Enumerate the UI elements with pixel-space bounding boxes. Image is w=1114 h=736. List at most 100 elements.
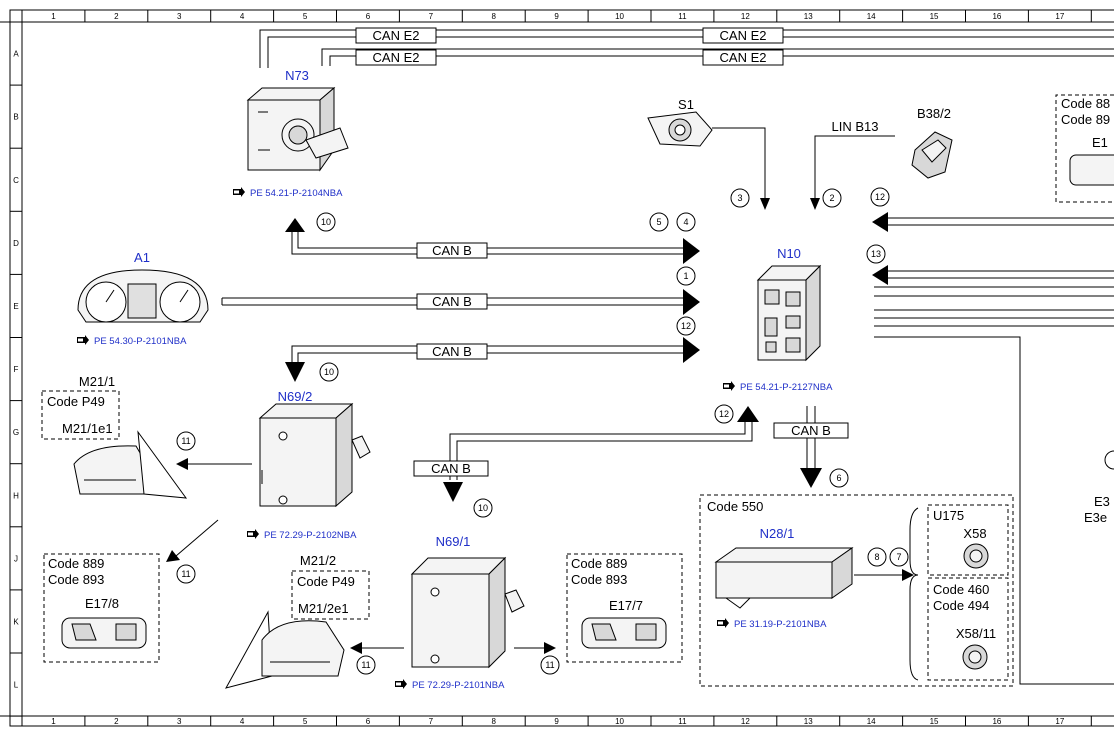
svg-text:11: 11 (361, 660, 370, 670)
ref-a1: PE 54.30-P-2101NBA (94, 336, 187, 347)
grid-column-label: 10 (615, 12, 624, 21)
bus-label-can-b: CAN B (432, 243, 472, 258)
label-e3e-partial: E3e (1084, 510, 1107, 525)
door-module-icon (411, 573, 490, 668)
marker: 10 (319, 362, 339, 382)
grid-column-label: 7 (429, 717, 434, 726)
code-550: Code 550 (707, 499, 763, 514)
bus-label-can-e2: CAN E2 (373, 50, 420, 65)
marker: 4 (676, 212, 696, 232)
bus-label-can-e2: CAN E2 (720, 50, 767, 65)
svg-text:10: 10 (321, 217, 331, 227)
svg-text:7: 7 (896, 552, 901, 562)
code-p49: Code P49 (47, 394, 105, 409)
label-m21-1: M21/1 (79, 374, 115, 389)
code-494: Code 494 (933, 598, 989, 613)
grid-row-label: J (14, 554, 18, 563)
outer-frame (9, 9, 1114, 727)
code-89-partial: Code 89 (1061, 112, 1110, 127)
marker: 11 (540, 655, 560, 675)
code-box-top-right: Code 88 Code 89 E1 (1055, 94, 1114, 203)
grid-column-label: 13 (804, 12, 813, 21)
grid-row-label: C (13, 176, 19, 185)
component-m21-1: M21/1 Code P49 M21/1e1 (41, 374, 188, 499)
code-889: Code 889 (571, 556, 627, 571)
component-b38-2: LIN B13 B38/2 (810, 106, 953, 210)
grid-column-label: 7 (429, 12, 434, 21)
label-x58: X58 (963, 526, 986, 541)
grid-column-label: 13 (804, 717, 813, 726)
grid-column-label: 3 (177, 12, 182, 21)
trailer-module-icon (715, 561, 833, 599)
grid-column-label: 2 (114, 717, 119, 726)
label-n73: N73 (285, 68, 309, 83)
component-s1: S1 (647, 97, 770, 210)
grid-column-label: 9 (554, 717, 559, 726)
grid-row-label: G (13, 428, 19, 437)
mirror-left-icon (73, 445, 151, 495)
key-icon (305, 127, 349, 159)
code-893: Code 893 (48, 572, 104, 587)
grid-column-label: 5 (303, 717, 308, 726)
grid-row-label: B (13, 113, 18, 122)
grid-column-label: 1 (51, 12, 56, 21)
grid-column-label: 17 (1055, 717, 1064, 726)
label-m21-2e1: M21/2e1 (298, 601, 349, 616)
can-e2-bus: CAN E2 CAN E2 CAN E2 CAN E2 (259, 27, 1114, 68)
marker: 5 (649, 212, 669, 232)
svg-text:10: 10 (478, 503, 488, 513)
component-m21-2: M21/2 Code P49 M21/2e1 (224, 553, 370, 689)
grid-row-label: D (13, 239, 19, 248)
svg-text:12: 12 (681, 321, 691, 331)
label-n69-1: N69/1 (436, 534, 471, 549)
ref-n28-1: PE 31.19-P-2101NBA (734, 619, 827, 630)
bus-label-can-e2: CAN E2 (373, 28, 420, 43)
grid-column-label: 9 (554, 12, 559, 21)
mirror-right-icon (261, 620, 345, 677)
label-n10: N10 (777, 246, 801, 261)
grid-column-label: 8 (492, 12, 497, 21)
svg-text:10: 10 (324, 367, 334, 377)
right-side-lines: E3 E3e (872, 212, 1114, 685)
svg-text:12: 12 (719, 409, 729, 419)
door-module-icon (259, 417, 337, 507)
label-e17-7: E17/7 (609, 598, 643, 613)
marker: 1 (676, 266, 696, 286)
marker: 12 (714, 404, 734, 424)
grid-column-label: 17 (1055, 12, 1064, 21)
grid-column-label: 1 (51, 717, 56, 726)
marker: 10 (316, 212, 336, 232)
grid-column-label: 12 (741, 12, 750, 21)
svg-text:1: 1 (683, 271, 688, 281)
marker: 12 (870, 187, 890, 207)
grid-column-label: 11 (678, 717, 687, 726)
grid-row-label: E (13, 302, 18, 311)
grid-column-label: 3 (177, 717, 182, 726)
bus-label-can-b: CAN B (791, 423, 831, 438)
grid-row-label: K (13, 617, 19, 626)
svg-text:4: 4 (683, 217, 688, 227)
svg-text:11: 11 (181, 569, 190, 579)
grid-column-label: 14 (867, 12, 876, 21)
label-e1-partial: E1 (1092, 135, 1108, 150)
code-460: Code 460 (933, 582, 989, 597)
grid-column-label: 6 (366, 717, 371, 726)
svg-text:6: 6 (836, 473, 841, 483)
marker: 3 (730, 188, 750, 208)
label-m21-1e1: M21/1e1 (62, 421, 113, 436)
grid-column-label: 11 (678, 12, 687, 21)
component-e17-8: Code 889 Code 893 E17/8 (43, 553, 160, 663)
grid-column-label: 8 (492, 717, 497, 726)
code-p49: Code P49 (297, 574, 355, 589)
label-x58-11: X58/11 (956, 626, 996, 641)
bus-label-can-e2: CAN E2 (720, 28, 767, 43)
can-b-bus-left: CAN B CAN B CAN B CAN B CAN B (221, 218, 849, 502)
marker: 11 (176, 564, 196, 584)
grid-row-label: A (13, 50, 19, 59)
code-893: Code 893 (571, 572, 627, 587)
marker: 11 (176, 431, 196, 451)
marker: 6 (829, 468, 849, 488)
component-a1: A1 PE 54.30-P-2101NBA (77, 250, 209, 347)
grid-column-label: 4 (240, 12, 245, 21)
bus-label-can-b: CAN B (432, 294, 472, 309)
